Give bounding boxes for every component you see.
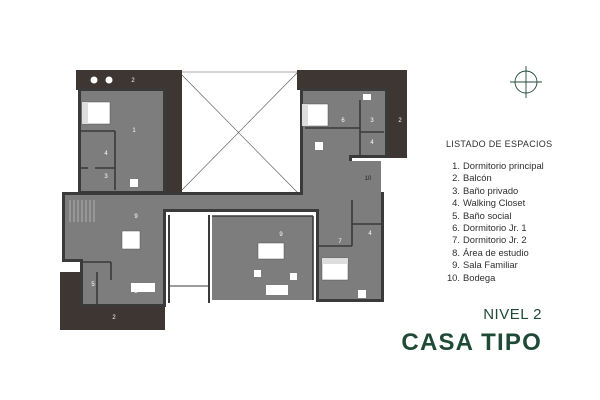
legend-item: 3.Baño privado	[452, 184, 519, 196]
house-name: CASA TIPO	[401, 329, 542, 356]
room-label: 5	[91, 282, 95, 288]
legend-item: 4.Walking Closet	[452, 197, 526, 209]
room-label: 9	[134, 214, 138, 220]
room-label: 10	[365, 176, 372, 182]
room-label: 6	[341, 118, 345, 124]
balcony-right-strip	[386, 70, 407, 158]
room-label: 2	[398, 118, 402, 124]
furniture	[81, 76, 371, 298]
legend-item: 8.Área de estudio	[452, 246, 529, 258]
room-label: 1	[132, 128, 136, 134]
legend-item: 10.Bodega	[446, 271, 496, 283]
open-terrace	[169, 215, 209, 303]
legend-item: 5.Baño social	[452, 209, 512, 221]
room-label: 8	[134, 289, 138, 295]
legend-item: 2.Balcón	[452, 172, 492, 184]
room-label: 7	[338, 239, 342, 245]
interior-walls	[81, 100, 384, 304]
legend-title: LISTADO DE ESPACIOS	[446, 139, 553, 149]
room-label: 4	[368, 231, 372, 237]
room-label: 2	[131, 78, 135, 84]
room-legend: 1.Dormitorio principal 2.Balcón 3.Baño p…	[446, 160, 544, 284]
legend-item: 7.Dormitorio Jr. 2	[452, 234, 527, 246]
floor-area	[65, 91, 385, 304]
level-label: NIVEL 2	[483, 306, 542, 323]
legend-item: 6.Dormitorio Jr. 1	[452, 221, 527, 233]
legend-item: 9.Sala Familiar	[452, 259, 518, 271]
balcony-left-strip	[164, 70, 182, 192]
void-area	[178, 71, 299, 194]
room-label: 3	[104, 174, 108, 180]
room-label: 4	[104, 151, 108, 157]
legend-item: 1.Dormitorio principal	[452, 160, 544, 171]
north-arrow-icon	[510, 66, 542, 98]
room-label: 4	[370, 140, 374, 146]
balcony-top-left	[76, 70, 182, 90]
room-label: 2	[112, 315, 116, 321]
balcony-top-right	[297, 70, 407, 90]
balcony-bottom-strip	[60, 307, 165, 330]
room-label: 9	[279, 232, 283, 238]
staircase	[69, 200, 95, 222]
room-label: 3	[370, 118, 374, 124]
